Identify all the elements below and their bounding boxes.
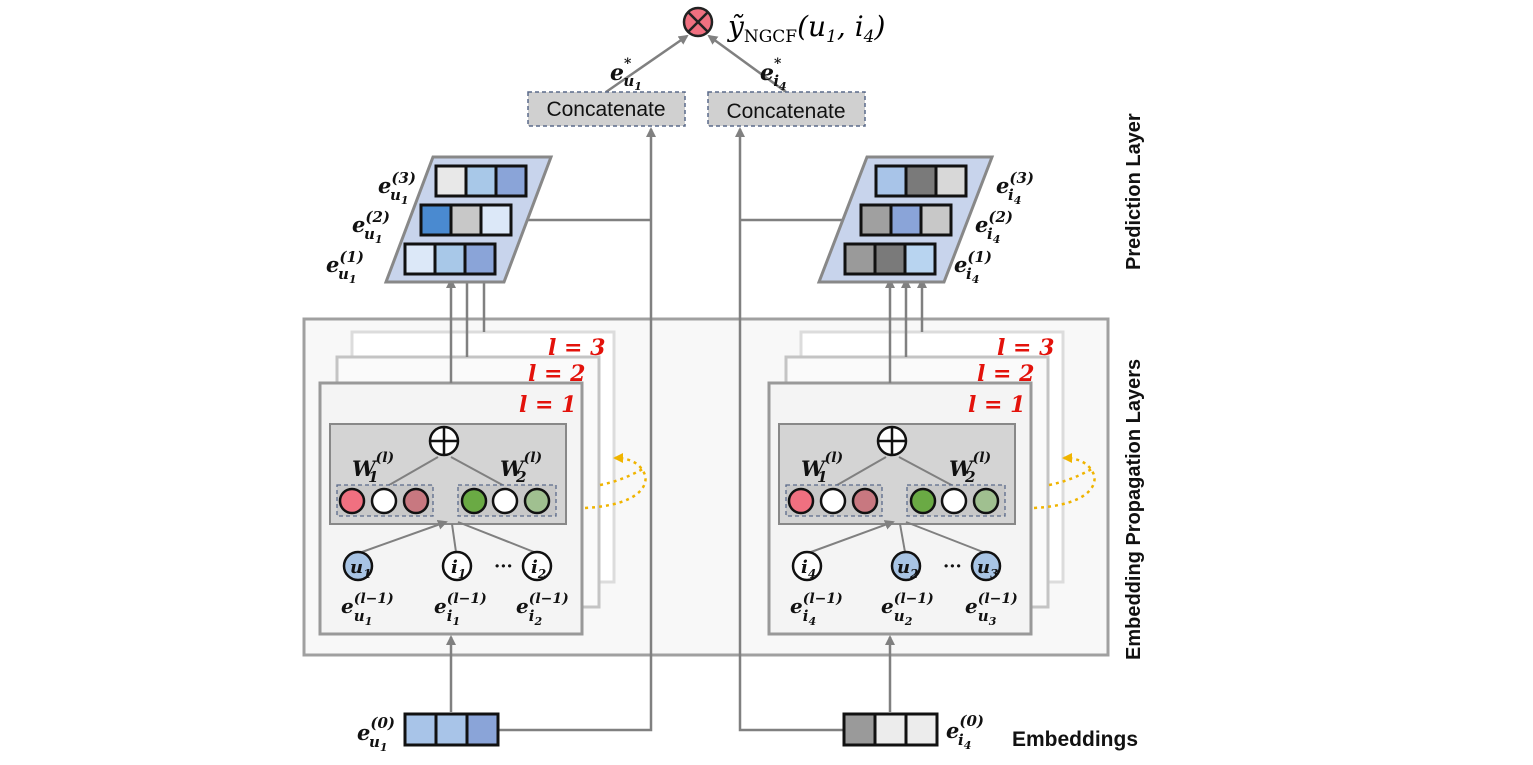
item-stack-label-3: e(3)i4	[996, 169, 1034, 207]
output-prediction: ỹNGCF(u1, i4)	[682, 6, 885, 47]
green-node	[909, 487, 937, 515]
ellipsis: ···	[494, 556, 513, 577]
layer-label-1: l = 1	[968, 392, 1025, 418]
layer-label-2: l = 2	[977, 361, 1034, 387]
layer-label-2: l = 2	[528, 361, 585, 387]
w2-label: W(l)2	[949, 450, 991, 486]
red-node	[787, 487, 815, 515]
concat-right-vector-label: e*i4	[760, 56, 787, 93]
user-stack-label-1: e(1)u1	[326, 248, 364, 286]
concatenate-left-box	[527, 91, 686, 127]
w1-label: W(l)1	[352, 450, 394, 486]
item-stack-row-2	[859, 203, 953, 237]
concat-left-vector-label: e*u1	[610, 56, 642, 93]
light-green-node	[523, 487, 551, 515]
white-node	[940, 487, 968, 515]
item-initial-embedding-label: e(0)i4	[946, 712, 984, 752]
layer-label-3: l = 3	[997, 335, 1054, 361]
propagation-layers-label: Embedding Propagation Layers	[1123, 359, 1145, 660]
white-node	[370, 487, 398, 515]
node-i2-label: i2	[531, 557, 546, 581]
white-node	[819, 487, 847, 515]
node-i1	[441, 550, 473, 582]
user-stack-row-1	[403, 242, 497, 276]
layer-label-3: l = 3	[548, 335, 605, 361]
node-u2	[890, 550, 922, 582]
item-side: l = 3 l = 2 l = 1 W(l)1 W(l)2 i4 u2 ··· …	[735, 127, 1096, 752]
embeddings-label: Embeddings	[1012, 728, 1138, 751]
w2-label: W(l)2	[500, 450, 542, 486]
node-i1-label: i1	[451, 557, 466, 581]
node-u3-label: u3	[977, 557, 998, 581]
node-i2	[521, 550, 553, 582]
ellipsis: ···	[943, 556, 962, 577]
prediction-layer-label: Prediction Layer	[1123, 113, 1145, 270]
node-u3	[970, 550, 1002, 582]
concatenate-right-box	[707, 91, 866, 127]
layer-label-1: l = 1	[519, 392, 576, 418]
item-stack-label-1: e(1)i4	[954, 248, 992, 286]
user-stack-row-2	[419, 203, 513, 237]
user-side: l = 3 l = 2 l = 1 W(l)1 W(l)2 u1 i1 ··· …	[318, 127, 656, 754]
node-u1-label: u1	[350, 557, 371, 581]
node-u2-label: u2	[897, 557, 918, 581]
light-green-node	[972, 487, 1000, 515]
item-stack-label-2: e(2)i4	[975, 208, 1013, 246]
item-initial-embedding	[842, 712, 939, 747]
green-node	[460, 487, 488, 515]
concatenate-left-label: Concatenate	[546, 98, 665, 121]
item-stack-row-1	[843, 242, 937, 276]
user-stack-row-3	[434, 164, 528, 198]
node-u1	[342, 550, 374, 582]
node-i4	[791, 550, 823, 582]
rose-node	[402, 487, 430, 515]
white-node	[491, 487, 519, 515]
item-stack-row-3	[874, 164, 968, 198]
user-stack-label-3: e(3)u1	[378, 169, 416, 207]
red-node	[338, 487, 366, 515]
user-initial-embedding	[403, 712, 500, 747]
user-stack-label-2: e(2)u1	[352, 208, 390, 246]
concatenate-right-label: Concatenate	[726, 100, 845, 123]
prediction-formula: ỹNGCF(u1, i4)	[726, 10, 885, 47]
node-i4-label: i4	[801, 557, 816, 581]
w1-label: W(l)1	[801, 450, 843, 486]
rose-node	[851, 487, 879, 515]
user-initial-embedding-label: e(0)u1	[357, 714, 395, 754]
